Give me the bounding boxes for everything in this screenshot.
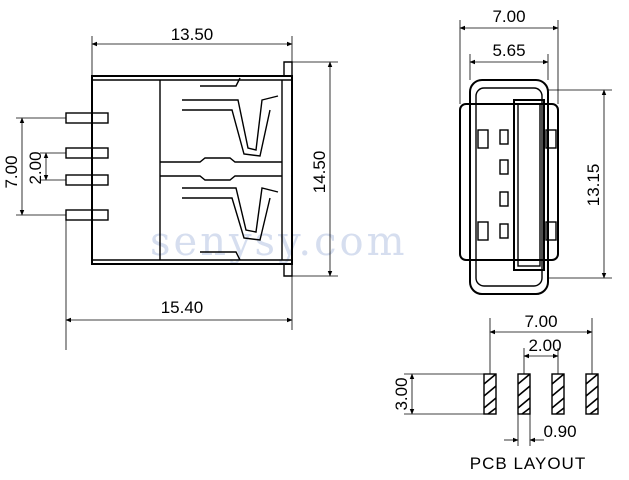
dim-pin-span-inner: 2.00 <box>26 151 45 184</box>
pcb-layout-caption: PCB LAYOUT <box>470 454 586 473</box>
watermark: senysy.com <box>150 219 408 265</box>
pad-1 <box>483 373 497 415</box>
front-flange <box>459 103 559 261</box>
dim-pad-height: 3.00 <box>392 377 411 410</box>
dim-pcb-span-inner: 2.00 <box>528 336 561 355</box>
pad-2 <box>517 373 531 415</box>
front-tongue <box>513 99 545 271</box>
front-body-outline <box>469 79 549 295</box>
pcb-layout: 7.00 2.00 3.00 0.90 PCB LAYOUT <box>392 312 599 473</box>
pad-3 <box>551 373 565 415</box>
dim-front-width-outer: 7.00 <box>492 7 525 26</box>
dim-width-bottom: 15.40 <box>161 298 204 317</box>
pin-4 <box>65 209 109 221</box>
front-view: 7.00 5.65 13.15 <box>459 7 612 295</box>
dim-front-height: 13.15 <box>584 164 603 207</box>
dim-pin-span-outer: 7.00 <box>2 155 21 188</box>
pad-4 <box>585 373 599 415</box>
side-body-outline <box>91 75 293 265</box>
dim-pad-width: 0.90 <box>543 422 576 441</box>
pin-3 <box>65 174 109 186</box>
dim-width-top: 13.50 <box>171 25 214 44</box>
pin-2 <box>65 147 109 159</box>
dim-front-width-inner: 5.65 <box>492 41 525 60</box>
dim-pcb-span-outer: 7.00 <box>524 312 557 331</box>
dim-height: 14.50 <box>310 151 329 194</box>
pin-1 <box>65 112 109 124</box>
side-view: 13.50 15.40 14.50 7.00 2.00 <box>2 25 338 350</box>
